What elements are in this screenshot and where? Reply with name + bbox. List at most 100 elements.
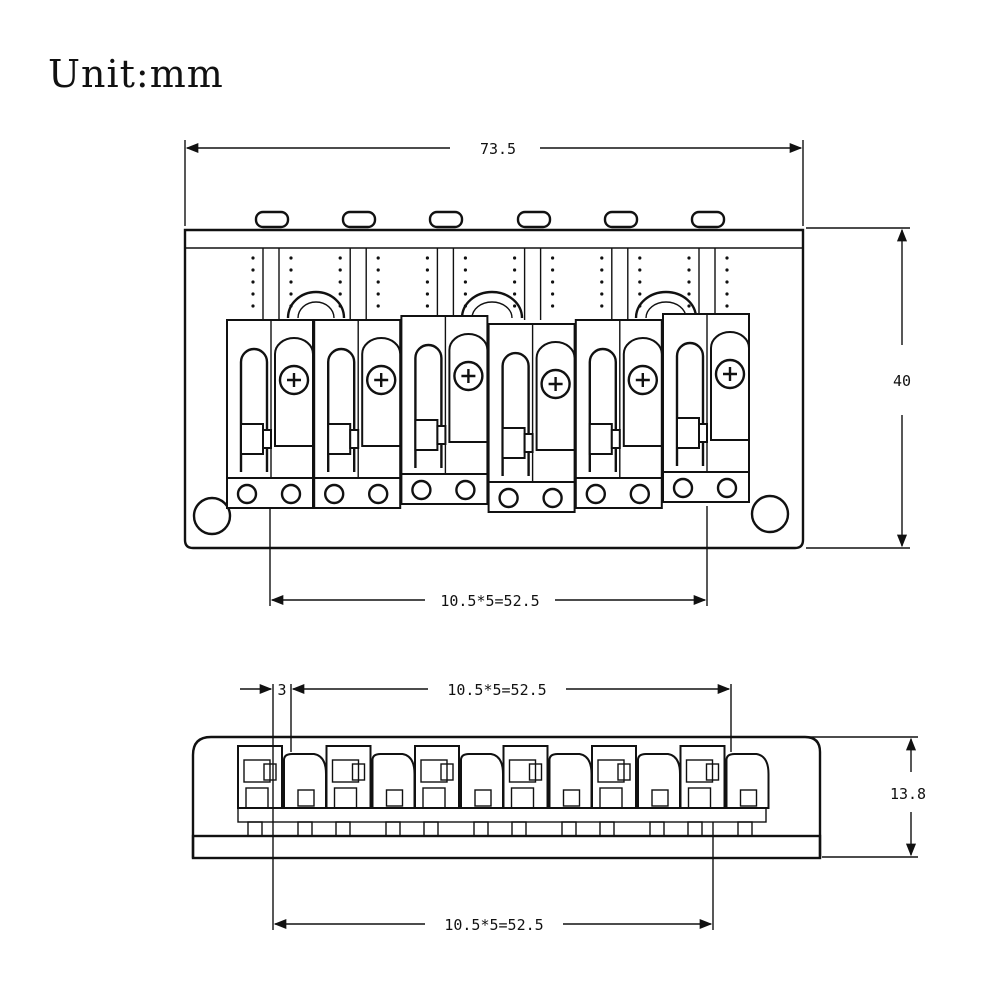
bar-screw xyxy=(599,821,615,837)
saddle-block xyxy=(501,427,526,459)
thread-dot xyxy=(725,292,729,296)
bar-screw xyxy=(247,821,263,837)
side-saddle-5 xyxy=(591,745,681,809)
thread-dot xyxy=(425,292,429,296)
thread-dot xyxy=(338,256,342,260)
side-saddle-base xyxy=(422,787,446,809)
saddle-slot xyxy=(501,351,530,476)
thread-dot xyxy=(251,304,255,308)
thread-dot xyxy=(551,292,555,296)
thread-dot xyxy=(376,256,380,260)
side-saddle-screw xyxy=(297,789,315,807)
saddle-hole xyxy=(672,477,694,499)
saddle-slot xyxy=(675,341,705,466)
side-saddle-window xyxy=(508,759,537,783)
saddle-nub xyxy=(698,423,708,443)
side-saddle-cap xyxy=(460,753,504,809)
saddle-nub xyxy=(436,425,447,445)
saddle-slot xyxy=(239,347,269,472)
saddle-cap xyxy=(622,337,663,447)
saddle-slot xyxy=(414,343,443,468)
thread-dot xyxy=(376,292,380,296)
mounting-hole-right xyxy=(750,494,790,534)
thread-dot xyxy=(725,256,729,260)
thread-dot xyxy=(687,280,691,284)
phillips-screw-icon xyxy=(453,360,484,392)
thread-dot xyxy=(376,304,380,308)
saddle-slot xyxy=(327,347,356,472)
saddle-nub xyxy=(523,433,534,453)
saddle-block xyxy=(414,419,439,451)
thread-dot xyxy=(725,280,729,284)
phillips-screw-icon xyxy=(714,358,746,390)
saddle-block xyxy=(240,423,264,455)
top-view-base-plate xyxy=(183,228,805,550)
saddle-nub xyxy=(349,429,360,449)
side-saddle-base xyxy=(687,787,712,809)
post-arc-1 xyxy=(286,290,346,319)
spring-tab xyxy=(603,210,639,229)
thread-dot xyxy=(513,256,517,260)
side-saddle-nut xyxy=(440,763,454,781)
saddle-block xyxy=(588,423,613,455)
phillips-screw-icon xyxy=(540,368,571,400)
height-label: 40 xyxy=(893,372,911,390)
thread-dot xyxy=(251,280,255,284)
side-spacing-bottom-label: 10.5*5=52.5 xyxy=(444,916,543,934)
side-saddle-cap xyxy=(725,753,770,809)
thread-dot xyxy=(687,268,691,272)
saddle-hole xyxy=(368,483,389,505)
saddle-hole xyxy=(498,487,519,509)
saddle-hole-plate xyxy=(400,473,489,505)
side-saddle-4 xyxy=(502,745,593,809)
thread-dot xyxy=(289,280,293,284)
top-view: 73.5 40 10.5*5=52.5 xyxy=(183,140,911,610)
thread-dot xyxy=(638,292,642,296)
saddle-hole-plate xyxy=(487,481,576,513)
side-saddle-window xyxy=(243,759,271,783)
thread-dot xyxy=(289,268,293,272)
thread-dot xyxy=(289,256,293,260)
post-arc-2 xyxy=(460,290,524,319)
side-view-screws xyxy=(247,821,753,837)
spacing-label: 10.5*5=52.5 xyxy=(440,592,539,610)
phillips-screw-icon xyxy=(278,364,310,396)
saddle-hole xyxy=(716,477,738,499)
phillips-cross xyxy=(548,377,563,391)
thread-dot xyxy=(463,280,467,284)
thread-dot xyxy=(600,256,604,260)
top-view-springs xyxy=(254,210,726,229)
thread-dot xyxy=(551,268,555,272)
phillips-cross xyxy=(374,373,389,387)
side-saddle-window xyxy=(597,759,625,783)
thread-dot xyxy=(289,292,293,296)
mounting-hole-left xyxy=(192,496,232,536)
side-saddle-3 xyxy=(414,745,504,809)
side-saddle-base xyxy=(599,787,623,809)
bar-screw xyxy=(385,821,401,837)
side-saddle-window xyxy=(331,759,360,783)
thread-dot xyxy=(725,304,729,308)
saddle-4 xyxy=(487,248,576,513)
phillips-cross xyxy=(287,373,301,387)
thread-dot xyxy=(687,256,691,260)
side-saddle-screw xyxy=(474,789,492,807)
phillips-screw-icon xyxy=(366,364,397,396)
saddle-hole-plate xyxy=(662,471,750,503)
thread-dot xyxy=(425,280,429,284)
phillips-cross xyxy=(635,373,650,387)
side-saddle-cap xyxy=(371,753,416,809)
thread-dot xyxy=(551,304,555,308)
offset-label: 3 xyxy=(277,681,286,699)
phillips-screw-icon xyxy=(627,364,658,396)
thread-dot xyxy=(425,304,429,308)
saddle-nub xyxy=(262,429,272,449)
spring-tab xyxy=(516,210,552,229)
side-saddle-nut xyxy=(617,763,631,781)
side-saddle-nut xyxy=(705,763,720,781)
saddle-hole xyxy=(324,483,345,505)
bar-screw xyxy=(737,821,753,837)
saddle-cap xyxy=(448,333,489,443)
thread-dot xyxy=(425,256,429,260)
